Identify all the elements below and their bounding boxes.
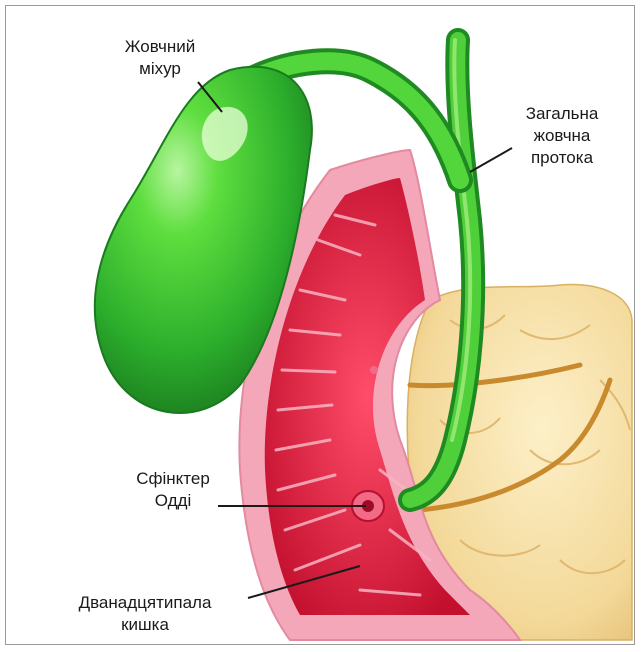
label-common-bile-duct-line1: Загальна bbox=[506, 103, 618, 125]
label-sphincter-line1: Сфінктер bbox=[118, 468, 228, 490]
label-common-bile-duct-line3: протока bbox=[506, 147, 618, 169]
label-sphincter-line2: Одді bbox=[118, 490, 228, 512]
label-duodenum-line2: кишка bbox=[60, 614, 230, 636]
label-gallbladder: Жовчний міхур bbox=[112, 36, 208, 80]
label-gallbladder-line2: міхур bbox=[112, 58, 208, 80]
label-duodenum-line1: Дванадцятипала bbox=[60, 592, 230, 614]
label-gallbladder-line1: Жовчний bbox=[112, 36, 208, 58]
label-common-bile-duct: Загальна жовчна протока bbox=[506, 103, 618, 169]
label-duodenum: Дванадцятипала кишка bbox=[60, 592, 230, 636]
label-sphincter-of-oddi: Сфінктер Одді bbox=[118, 468, 228, 512]
label-common-bile-duct-line2: жовчна bbox=[506, 125, 618, 147]
